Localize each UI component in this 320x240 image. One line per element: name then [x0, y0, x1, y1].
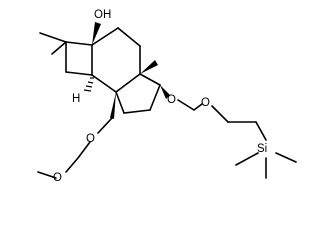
oxygen-label-sem1: O: [167, 94, 176, 106]
cyclopentane-ring: [115, 73, 161, 114]
bond: [65, 41, 93, 46]
mom-ether-chain: [37, 117, 113, 179]
bond: [97, 117, 113, 134]
silicon-methyl-bond: [235, 152, 259, 166]
bond: [149, 84, 161, 111]
cyclobutane-ring: [39, 32, 93, 76]
oxygen-label-mom1: O: [86, 133, 95, 145]
atom-labels: OH H O O O O Si: [53, 9, 267, 184]
bond: [123, 109, 151, 114]
oxygen-label-sem2: O: [201, 97, 210, 109]
hydroxyl-label: OH: [94, 9, 111, 21]
bond: [193, 103, 203, 111]
bond: [91, 74, 117, 93]
bond: [37, 171, 57, 179]
chemical-structure-diagram: OH H O O O O Si: [37, 9, 297, 184]
methyl-bond: [51, 41, 67, 55]
bond: [115, 73, 141, 93]
bond: [255, 121, 267, 141]
bond: [115, 91, 125, 114]
bond: [139, 73, 161, 86]
cyclohexane-ring: [91, 27, 141, 93]
wedge-bond-o-sem: [160, 85, 170, 99]
sem-ether-chain: [177, 99, 297, 179]
bond: [91, 27, 119, 46]
bond: [65, 157, 79, 173]
hydrogen-label: H: [72, 93, 80, 105]
bond: [65, 71, 93, 76]
methyl-bond: [39, 32, 67, 43]
silicon-methyl-bond: [275, 152, 297, 163]
hashed-bond-h: [83, 77, 94, 92]
wedge-bond-methyl: [140, 60, 158, 74]
wedge-bond-oh: [92, 22, 101, 45]
silicon-label: Si: [257, 143, 267, 155]
wedge-bond-ch2: [110, 92, 116, 119]
bond: [77, 141, 91, 159]
bond: [117, 27, 141, 47]
structure-canvas: OH H O O O O Si: [37, 9, 297, 184]
bond: [211, 105, 229, 123]
bond: [177, 99, 195, 111]
stereo-bonds: [83, 22, 170, 119]
oxygen-label-mom2: O: [53, 172, 62, 184]
